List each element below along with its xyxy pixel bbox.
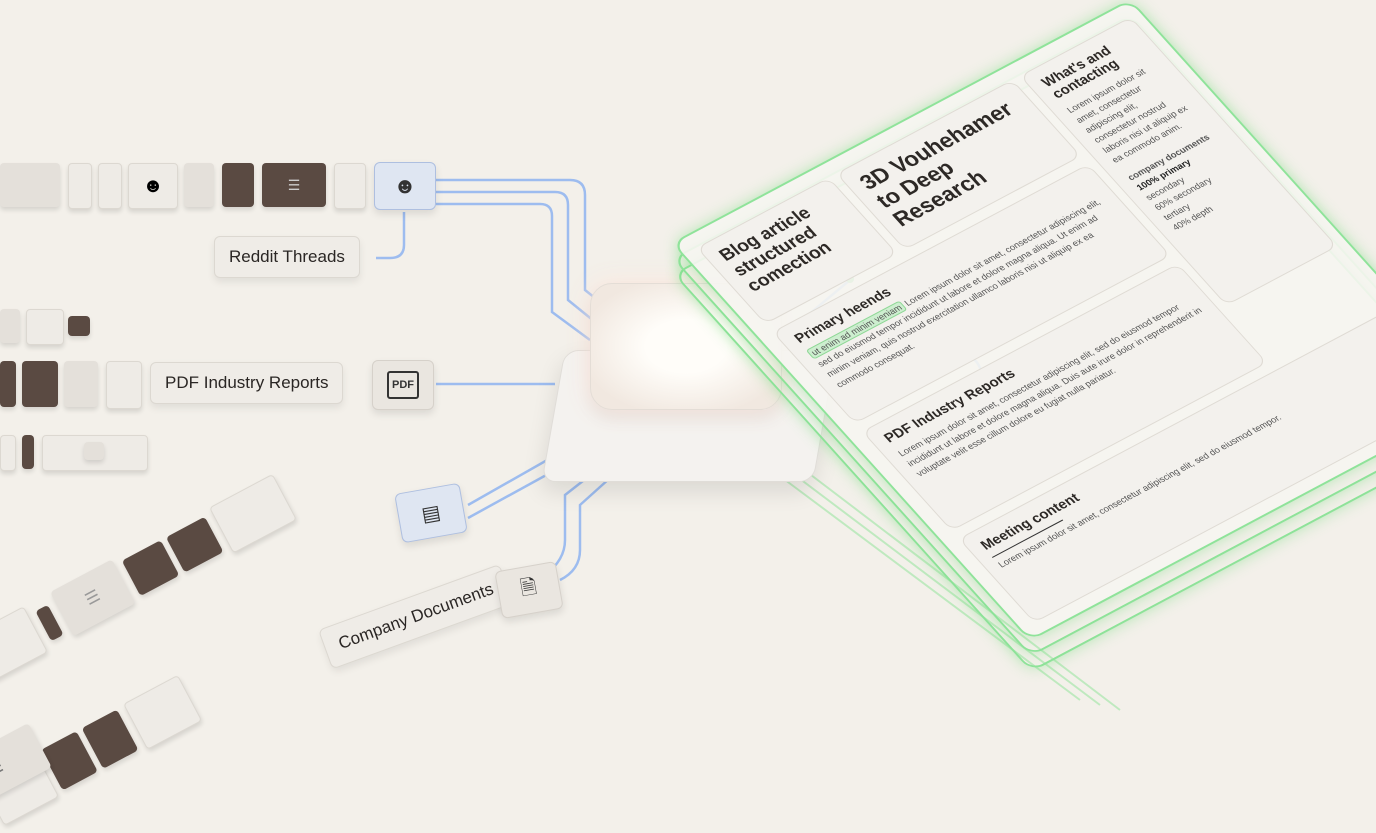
text-lines-icon: ☰ — [262, 163, 326, 207]
title-left: Blog article structured comection — [714, 203, 836, 295]
reddit-to-chip-3 — [436, 202, 591, 342]
document-icon: 🗎 — [518, 575, 539, 601]
reddit-to-chip-1 — [436, 178, 621, 319]
doc-to-chip-1 — [559, 459, 631, 582]
pdf-industry-reports-label: PDF Industry Reports — [150, 362, 344, 404]
reddit-line — [376, 212, 406, 260]
reddit-icon: ☻ — [128, 163, 178, 209]
pdf-source-button[interactable]: PDF — [372, 360, 434, 410]
reddit-threads-label: Reddit Threads — [214, 236, 360, 278]
reddit-icon: ☻ — [393, 173, 417, 198]
reddit-source-button[interactable]: ☻ — [374, 162, 436, 210]
pdf-icon: PDF — [387, 371, 419, 399]
dashboard-chart-icon: ▤ — [419, 501, 443, 526]
reddit-to-chip-2 — [436, 190, 606, 331]
company-strip: ☰ — [0, 0, 203, 826]
